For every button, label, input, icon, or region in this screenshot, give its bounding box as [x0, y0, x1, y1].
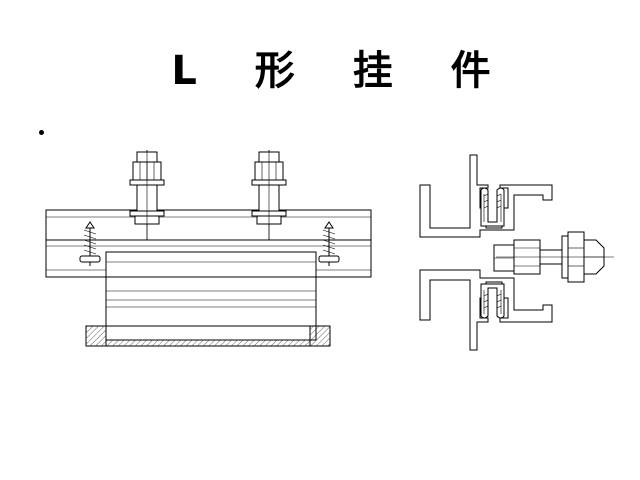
screw-left	[79, 221, 101, 266]
hanger-body	[105, 251, 317, 341]
bolt-assembly-right	[251, 150, 287, 240]
bullet-dot	[39, 130, 44, 135]
page-title: L 形 挂 件	[171, 48, 513, 94]
bolt-assembly-left	[129, 150, 165, 240]
screw-right	[318, 221, 340, 266]
lower-profile	[419, 269, 553, 351]
side-bolt	[496, 231, 614, 283]
front-elevation	[45, 150, 372, 347]
base-plate	[85, 325, 331, 347]
side-section	[419, 154, 614, 351]
